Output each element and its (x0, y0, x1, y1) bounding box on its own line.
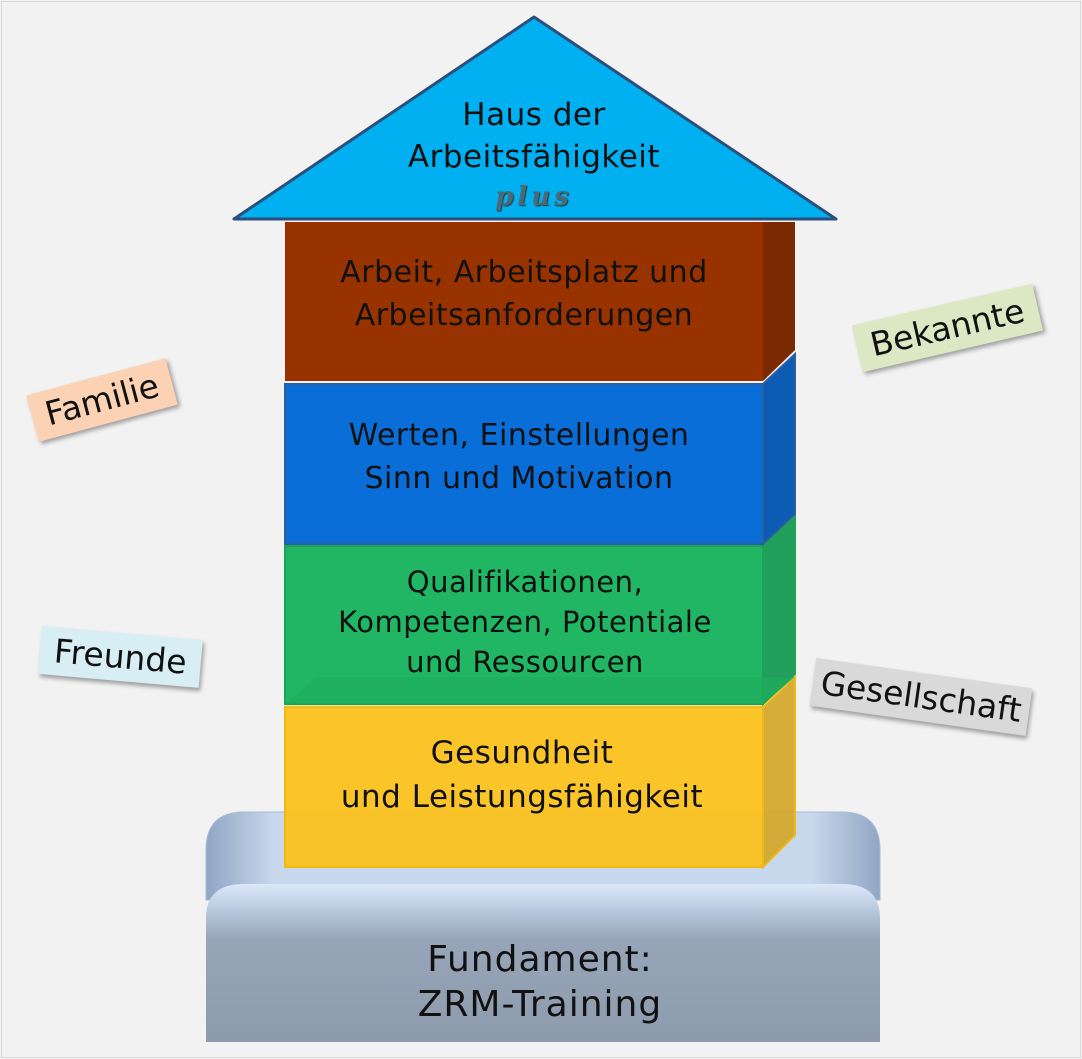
floor-work-front (285, 222, 763, 381)
floor-health-line-1: Gesundheit (430, 735, 614, 771)
foundation-line-2: ZRM-Training (417, 984, 663, 1025)
floor-health-front (284, 706, 764, 868)
floor-health-label: Gesundheit und Leistungsfähigkeit (285, 731, 759, 819)
roof-plus-label: plus (495, 182, 573, 212)
foundation-label: Fundament: ZRM-Training (340, 937, 740, 1027)
floor-qualification (284, 513, 796, 707)
floor-values-label: Werten, Einstellungen Sinn und Motivatio… (280, 414, 758, 500)
floor-qualification-line-1: Qualifikationen, (406, 565, 644, 599)
foundation-line-1: Fundament: (427, 939, 653, 980)
floor-work (285, 222, 795, 381)
floor-values-side (762, 351, 796, 547)
floor-work-line-2: Arbeitsanforderungen (354, 298, 694, 333)
floor-values-line-1: Werten, Einstellungen (348, 418, 690, 453)
floor-values (284, 351, 796, 547)
roof-title-line-2: Arbeitsfähigkeit (407, 139, 661, 175)
floor-work-side (763, 222, 795, 381)
roof-title: Haus der Arbeitsfähigkeit (334, 94, 734, 178)
foundation-front (206, 884, 880, 1042)
floor-qualification-side (762, 513, 796, 707)
floor-values-line-2: Sinn und Motivation (364, 461, 674, 496)
floor-qualification-label: Qualifikationen, Kompetenzen, Potentiale… (285, 562, 765, 682)
floor-health-side (762, 674, 796, 870)
floor-qualification-line-3: und Ressourcen (406, 645, 644, 679)
floor-work-label: Arbeit, Arbeitsplatz und Arbeitsanforder… (285, 251, 763, 337)
floor-work-line-1: Arbeit, Arbeitsplatz und (340, 255, 708, 290)
floor-health-line-2: und Leistungsfähigkeit (340, 779, 704, 815)
floor-qualification-bottom-ledge (285, 677, 795, 704)
floor-values-front (284, 383, 764, 545)
roof-title-line-1: Haus der (462, 97, 606, 133)
roof (232, 15, 838, 221)
floor-qualification-line-2: Kompetenzen, Potentiale (338, 605, 712, 639)
